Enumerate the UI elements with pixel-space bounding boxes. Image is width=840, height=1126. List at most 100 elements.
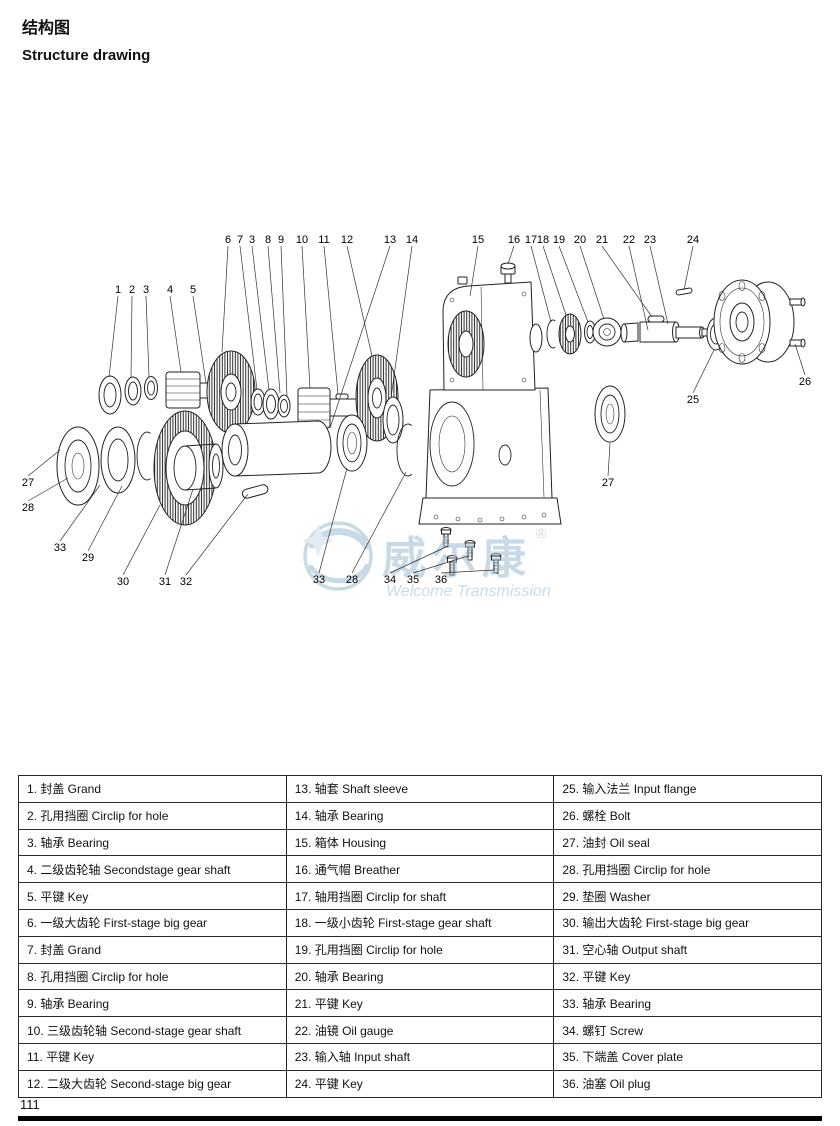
part-key-24 <box>675 287 693 296</box>
leader-line <box>390 245 413 399</box>
callout-number: 21 <box>596 234 608 246</box>
part-output-shaft <box>208 443 224 489</box>
parts-table-cell: 30. 输出大齿轮 First-stage big gear <box>553 908 822 937</box>
parts-table-cell: 34. 螺钉 Screw <box>553 1016 822 1044</box>
callout-number: 22 <box>623 234 635 246</box>
parts-table-cell: 16. 通气帽 Breather <box>285 855 555 884</box>
callout-number: 33 <box>54 542 66 554</box>
callout-number: 28 <box>346 574 358 586</box>
watermark-logo: 威尔康 ® Welcome Transmission <box>302 521 551 600</box>
parts-table-cell: 24. 平键 Key <box>285 1069 555 1098</box>
callout-number: 3 <box>249 234 255 246</box>
callout-number: 33 <box>313 574 325 586</box>
parts-table-cell: 14. 轴承 Bearing <box>285 801 555 830</box>
callout-number: 28 <box>22 502 34 514</box>
leader-line <box>164 488 194 576</box>
leader-line <box>579 245 605 320</box>
parts-table-cell: 22. 油镜 Oil gauge <box>285 1016 555 1044</box>
watermark-brand-zh: 威尔康 <box>382 534 532 583</box>
leader-line <box>221 245 229 353</box>
part-bearing-20 <box>592 317 622 347</box>
leader-line <box>145 295 150 378</box>
parts-table-cell: 23. 输入轴 Input shaft <box>285 1042 555 1071</box>
page-header: 结构图 Structure drawing <box>22 14 150 64</box>
leader-line <box>440 569 495 574</box>
sparkle-star-icon <box>302 524 334 557</box>
part-bearing-14 <box>336 396 404 472</box>
callout-number: 8 <box>265 234 271 246</box>
part-first-stage-big-gear <box>206 350 256 434</box>
leader-line <box>329 245 391 429</box>
part-output-bearings <box>56 426 151 506</box>
callout-number: 32 <box>180 576 192 588</box>
parts-table-cell: 7. 封盖 Grand <box>18 935 287 964</box>
parts-table-cell: 35. 下端盖 Cover plate <box>553 1042 822 1071</box>
callout-number: 16 <box>508 234 520 246</box>
parts-table-cell: 6. 一级大齿轮 First-stage big gear <box>18 908 287 937</box>
callout-number: 27 <box>22 477 34 489</box>
watermark-brand-en: Welcome Transmission <box>386 583 551 600</box>
parts-table-cell: 27. 油封 Oil seal <box>553 828 822 857</box>
part-housing <box>418 276 562 525</box>
callout-number: 15 <box>472 234 484 246</box>
callout-number: 35 <box>407 574 419 586</box>
callout-number: 3 <box>143 284 149 296</box>
callout-number: 2 <box>129 284 135 296</box>
parts-table-cell: 11. 平键 Key <box>18 1042 287 1071</box>
callout-number: 18 <box>537 234 549 246</box>
part-circlip-28 <box>136 431 151 481</box>
registered-mark-icon: ® <box>536 525 547 541</box>
leader-line <box>692 349 715 394</box>
callout-number: 36 <box>435 574 447 586</box>
parts-table-cell: 25. 输入法兰 Input flange <box>553 775 822 803</box>
watermark-globe-icon <box>303 521 373 591</box>
parts-table-cell: 19. 孔用挡圈 Circlip for hole <box>285 935 555 964</box>
leader-line <box>130 295 133 379</box>
bottom-rule <box>18 1116 822 1121</box>
callout-number: 29 <box>82 552 94 564</box>
callout-number: 20 <box>574 234 586 246</box>
callout-number: 13 <box>384 234 396 246</box>
part-oil-gauge <box>498 444 512 466</box>
callout-number: 4 <box>167 284 173 296</box>
leader-line <box>59 484 101 542</box>
leader-line <box>507 245 515 265</box>
leader-line <box>389 545 449 574</box>
callout-number: 1 <box>115 284 121 296</box>
leader-line <box>122 504 161 576</box>
leader-line <box>280 245 288 397</box>
parts-table-cell: 2. 孔用挡圈 Circlip for hole <box>18 801 287 830</box>
part-key-11 <box>335 393 349 400</box>
exploded-view-drawing: 威尔康 ® Welcome Transmission 1234567389101… <box>22 234 811 600</box>
leader-line <box>469 245 479 297</box>
page-number: 111 <box>20 1097 40 1112</box>
part-shaft-sleeve <box>221 420 332 477</box>
part-breather <box>500 262 516 284</box>
callout-number: 25 <box>687 394 699 406</box>
callout-number: 14 <box>406 234 418 246</box>
parts-table-cell: 31. 空心轴 Output shaft <box>553 935 822 964</box>
parts-table-cell: 29. 垫圈 Washer <box>553 882 822 910</box>
leader-line <box>267 245 281 394</box>
callout-number: 11 <box>318 234 329 246</box>
leader-line <box>649 245 669 325</box>
part-output-big-gear <box>153 410 224 526</box>
callout-number: 6 <box>225 234 231 246</box>
callout-number: 24 <box>687 234 699 246</box>
parts-table-cell: 5. 平键 Key <box>18 882 287 910</box>
parts-table-cell: 15. 箱体 Housing <box>285 828 555 857</box>
leader-line <box>169 295 182 373</box>
part-input-chain <box>546 287 726 355</box>
leader-line <box>318 467 348 574</box>
leader-line <box>607 442 611 477</box>
